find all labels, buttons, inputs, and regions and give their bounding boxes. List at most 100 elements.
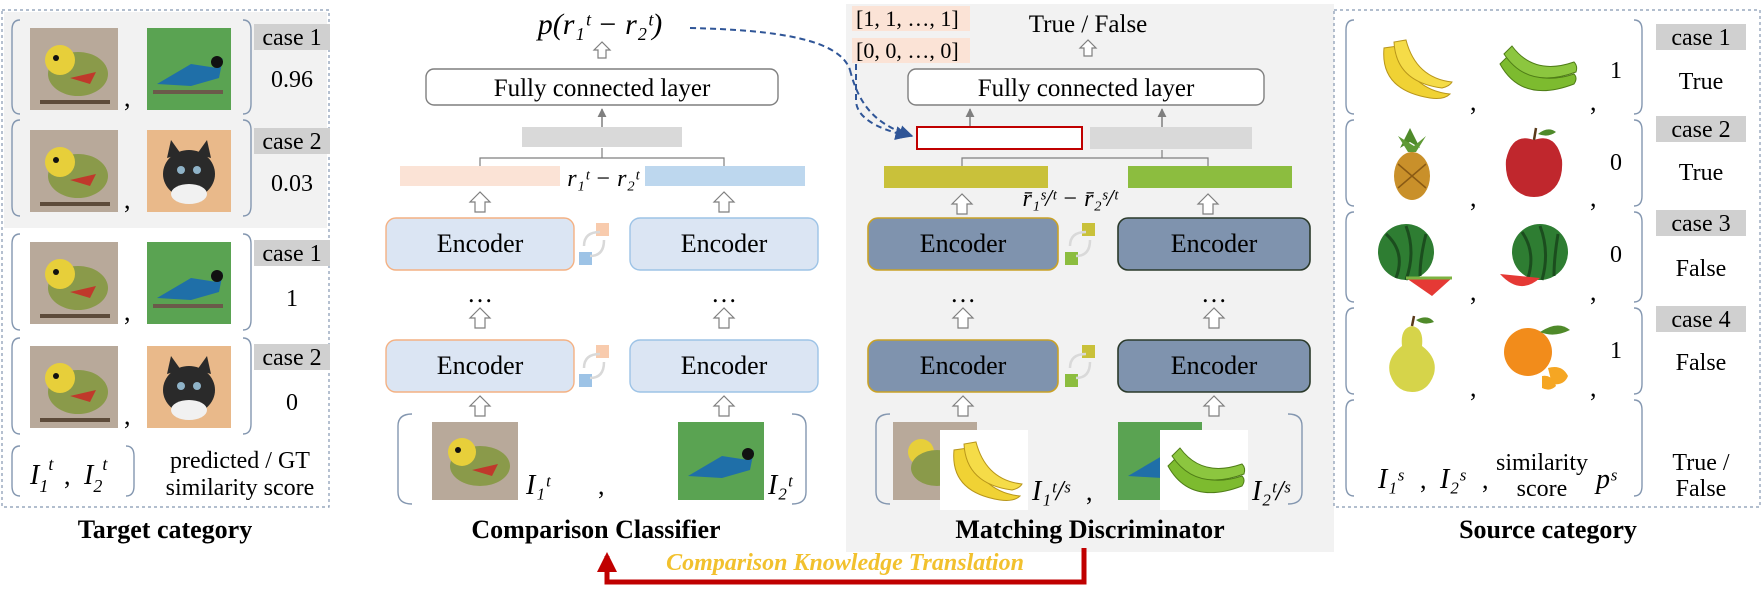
legend-comma: , (1482, 465, 1489, 494)
up-arrow-icon (950, 193, 1220, 215)
match-result: False (1676, 350, 1727, 376)
case-tag (1656, 24, 1746, 50)
feature-bar-2 (645, 166, 805, 186)
case-label: case 2 (262, 129, 321, 155)
legend-comma: , (64, 461, 71, 490)
similarity-score: 0 (1610, 242, 1622, 268)
encoder-block (867, 217, 1059, 271)
target-pred-row-1: , case 1 0.96 (11, 19, 330, 115)
probability-output-label: p(r₁ᵗ − r₂ᵗ) (536, 8, 663, 41)
legend-score-line2: similarity score (166, 475, 315, 501)
encoder-label: Encoder (437, 351, 524, 380)
encoder-block (1117, 217, 1311, 271)
weight-sharing-icon (579, 223, 609, 265)
source-legend: I₁ˢ , I₂ˢ , similarity score pˢ True / F… (1345, 399, 1730, 502)
label-vector-box (916, 126, 1083, 150)
case-tag (1656, 210, 1746, 236)
bird-yellow-image (30, 28, 118, 110)
case-label: case 3 (1671, 211, 1730, 237)
up-arrow-icon (1078, 39, 1098, 57)
target-category-panel: , case 1 0.96 , (1, 9, 330, 544)
ones-vector-label: [1, 1, …, 1] (856, 6, 959, 31)
source-row-4: , , 1 case 4 False (1345, 306, 1746, 402)
orange-image (1492, 314, 1576, 394)
pair-comma: , (1470, 373, 1477, 402)
legend-tf-line2: False (1676, 476, 1727, 502)
fc-layer-label: Fully connected layer (494, 75, 711, 102)
pair-comma: , (1590, 183, 1597, 212)
match-result: True (1679, 69, 1723, 95)
encoder-label: Encoder (920, 229, 1007, 258)
pair-comma: , (1590, 373, 1597, 402)
case-tag (254, 128, 330, 154)
similarity-score: 0 (1610, 150, 1622, 176)
case-label: case 1 (262, 241, 321, 267)
input-1-label: I₁ᵗ (525, 470, 552, 501)
up-arrow-icon (468, 395, 736, 417)
fc-layer-label: Fully connected layer (978, 75, 1195, 102)
case-label: case 2 (1671, 117, 1730, 143)
input-comma: , (598, 471, 605, 500)
legend-i2: I2t (83, 454, 108, 496)
pair-comma: , (1470, 87, 1477, 116)
similarity-score: 0.03 (271, 171, 313, 197)
legend-comma: , (1420, 465, 1427, 494)
weight-sharing-icon (579, 345, 609, 387)
watermelon-image (1492, 218, 1576, 298)
target-category-title: Target category (78, 515, 252, 544)
source-row-3: , , 0 case 3 False (1345, 210, 1746, 306)
bird-blue-image (147, 28, 231, 110)
pair-comma: , (124, 401, 131, 430)
kitten-image (147, 130, 231, 212)
legend-i1: I1t (29, 454, 54, 496)
up-arrow-icon (951, 307, 1226, 329)
legend-score-line1: predicted / GT (170, 448, 310, 474)
case-tag (1656, 306, 1746, 332)
pear-image (1370, 314, 1454, 394)
bird-yellow-image (30, 242, 118, 324)
fully-connected-layer (425, 68, 779, 106)
feature-bar-1 (400, 166, 560, 186)
weight-sharing-icon (1065, 223, 1095, 265)
up-arrow-icon (592, 41, 612, 59)
encoder-block (385, 217, 575, 271)
input-2-label: I₂ᵗ/ˢ (1251, 476, 1291, 507)
matching-discriminator-title: Matching Discriminator (955, 515, 1224, 544)
discriminator-output-label: True / False (1029, 11, 1148, 38)
feature-diff-label: r̄₁ˢ/ᵗ − r̄₂ˢ/ᵗ (1022, 186, 1119, 212)
legend-score-line2: score (1517, 476, 1568, 502)
encoder-block (1117, 339, 1311, 393)
banana-green-image (1160, 430, 1248, 510)
match-result: True (1679, 160, 1723, 186)
up-arrow-icon (468, 191, 736, 213)
knowledge-translation-arrow: Comparison Knowledge Translation (597, 548, 1087, 585)
pair-comma: , (1470, 277, 1477, 306)
comparison-classifier-title: Comparison Classifier (471, 515, 720, 544)
similarity-score: 0 (286, 390, 298, 416)
pair-comma: , (1470, 183, 1477, 212)
pair-comma: , (124, 185, 131, 214)
encoder-label: Encoder (681, 351, 768, 380)
legend-p: pˢ (1594, 464, 1617, 495)
case-tag (254, 24, 330, 50)
bird-blue-image (147, 242, 231, 324)
case-label: case 1 (1671, 25, 1730, 51)
ellipsis: … (950, 279, 976, 308)
case-label: case 4 (1671, 307, 1730, 333)
weight-sharing-icon (1065, 345, 1095, 387)
encoder-label: Encoder (1171, 351, 1258, 380)
legend-tf-line1: True / (1672, 450, 1729, 476)
target-pred-row-2: , case 2 0.03 (11, 119, 330, 217)
apple-image (1492, 124, 1576, 204)
similarity-score: 0.96 (271, 67, 313, 93)
feature-bar-2 (1128, 166, 1292, 188)
encoder-label: Encoder (1171, 229, 1258, 258)
ellipsis: … (711, 279, 737, 308)
fully-connected-layer (907, 68, 1265, 106)
feature-bar-1 (884, 166, 1048, 188)
kitten-image (147, 346, 231, 428)
up-arrow-icon (468, 307, 736, 329)
target-gt-row-2: , case 2 0 (11, 337, 330, 435)
pair-comma: , (124, 297, 131, 326)
